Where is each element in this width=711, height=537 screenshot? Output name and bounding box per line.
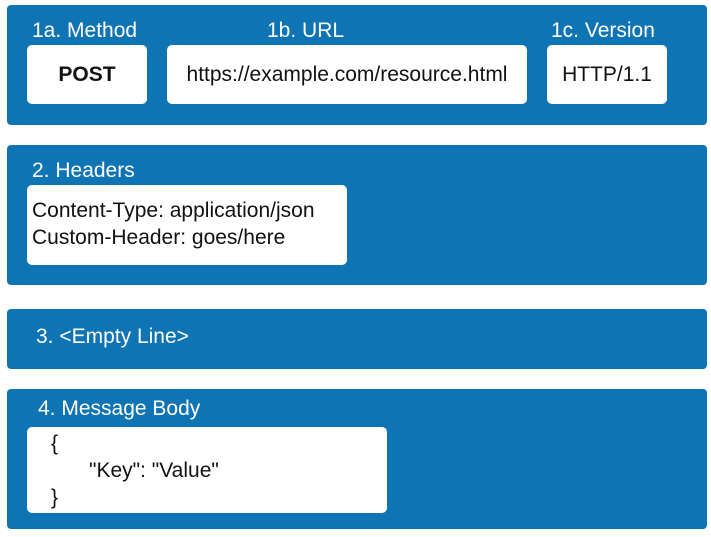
headers-label: 2. Headers — [32, 159, 135, 182]
url-label: 1b. URL — [267, 19, 345, 42]
version-box: HTTP/1.1 — [547, 45, 667, 104]
empty-line-panel: 3. <Empty Line> — [7, 309, 707, 369]
version-value: HTTP/1.1 — [562, 62, 652, 86]
message-body-label: 4. Message Body — [38, 397, 201, 420]
headers-box: Content-Type: application/json Custom-He… — [27, 185, 347, 265]
version-label: 1c. Version — [551, 19, 655, 42]
empty-line-label: 3. <Empty Line> — [36, 325, 189, 348]
url-value: https://example.com/resource.html — [186, 62, 508, 86]
message-body-box: { "Key": "Value" } — [27, 427, 387, 513]
request-line-panel: 1a. Method POST 1b. URL https://example.… — [7, 5, 707, 125]
message-body-panel: 4. Message Body { "Key": "Value" } — [7, 389, 707, 529]
header-line-custom: Custom-Header: goes/here — [32, 226, 286, 249]
header-line-content-type: Content-Type: application/json — [32, 199, 315, 222]
body-line-open-brace: { — [51, 432, 59, 455]
url-box: https://example.com/resource.html — [167, 45, 527, 104]
body-line-close-brace: } — [51, 486, 59, 509]
method-box: POST — [27, 45, 147, 104]
headers-panel: 2. Headers Content-Type: application/jso… — [7, 145, 707, 285]
method-label: 1a. Method — [32, 19, 138, 42]
method-value: POST — [58, 62, 116, 86]
body-line-key-value: "Key": "Value" — [89, 459, 219, 482]
